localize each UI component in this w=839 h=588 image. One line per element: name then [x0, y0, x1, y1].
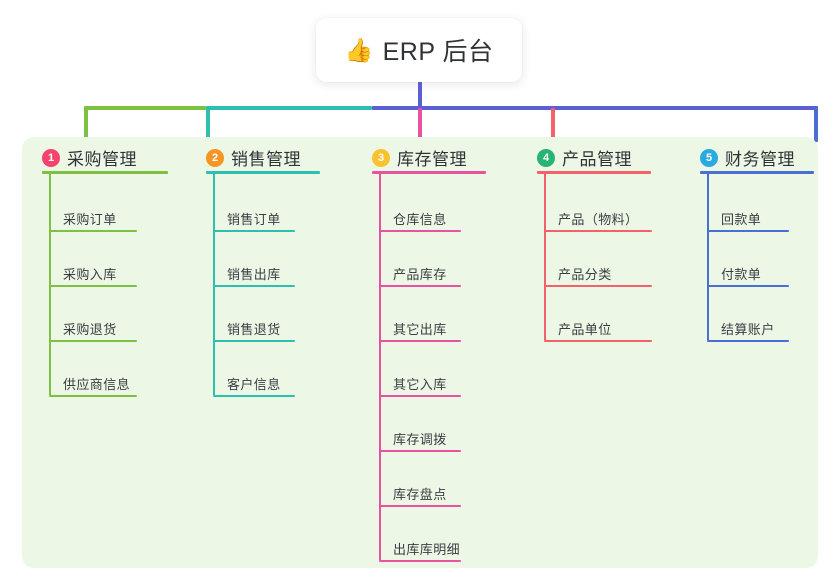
- leaf-item-rule: [213, 340, 295, 342]
- leaf-item-rule: [707, 340, 789, 342]
- branch-header-库存管理[interactable]: 3 库存管理: [372, 145, 467, 170]
- connector-stub-1: [84, 108, 88, 142]
- leaf-item-label: 回款单: [721, 212, 762, 227]
- branch-header-产品管理[interactable]: 4 产品管理: [537, 145, 632, 170]
- branch-spine: [544, 174, 546, 340]
- branch-spine: [379, 174, 381, 560]
- leaf-item-rule: [379, 340, 461, 342]
- leaf-item-rule: [379, 560, 461, 562]
- branch-header-rule: [42, 171, 168, 174]
- leaf-item-rule: [49, 395, 137, 397]
- leaf-item-label: 销售订单: [227, 212, 281, 227]
- branch-number-badge: 5: [700, 148, 718, 167]
- leaf-item-rule: [213, 285, 295, 287]
- leaf-item-rule: [49, 230, 137, 232]
- leaf-item-label: 仓库信息: [393, 212, 447, 227]
- leaf-item-rule: [379, 505, 461, 507]
- leaf-item-label: 库存调拨: [393, 432, 447, 447]
- leaf-item-rule: [707, 230, 789, 232]
- branch-header-rule: [700, 171, 814, 174]
- branch-spine: [707, 174, 709, 340]
- branch-header-rule: [206, 171, 320, 174]
- leaf-item-label: 销售退货: [227, 322, 281, 337]
- connector-horizontal-1: [84, 106, 206, 110]
- branch-spine: [213, 174, 215, 395]
- connector-stub-3: [418, 108, 422, 142]
- connector-stub-2: [206, 108, 210, 142]
- leaf-item-rule: [544, 285, 652, 287]
- branch-header-rule: [537, 171, 651, 174]
- leaf-item-rule: [49, 340, 137, 342]
- branch-title-label: 库存管理: [397, 150, 467, 169]
- branch-header-rule: [372, 171, 486, 174]
- connector-stub-5: [814, 108, 818, 142]
- leaf-item-label: 付款单: [721, 267, 762, 282]
- leaf-item-rule: [213, 230, 295, 232]
- branch-number-badge: 3: [372, 148, 390, 167]
- leaf-item-rule: [379, 230, 461, 232]
- branch-header-财务管理[interactable]: 5 财务管理: [700, 145, 795, 170]
- branch-title-label: 销售管理: [231, 150, 301, 169]
- leaf-item-label: 采购订单: [63, 212, 117, 227]
- leaf-item-label: 采购退货: [63, 322, 117, 337]
- root-node-label: ERP 后台: [382, 38, 494, 66]
- connector-stub-4: [551, 108, 555, 142]
- leaf-item-rule: [49, 285, 137, 287]
- root-vertical-connector: [418, 82, 422, 108]
- leaf-item-label: 采购入库: [63, 267, 117, 282]
- branch-title-label: 产品管理: [562, 150, 632, 169]
- leaf-item-label: 供应商信息: [63, 377, 131, 392]
- leaf-item-label: 产品分类: [558, 267, 612, 282]
- branch-number-badge: 1: [42, 148, 60, 167]
- leaf-item-rule: [544, 340, 652, 342]
- leaf-item-label: 出库库明细: [393, 542, 461, 557]
- leaf-item-rule: [707, 285, 789, 287]
- leaf-item-label: 销售出库: [227, 267, 281, 282]
- branch-number-badge: 4: [537, 148, 555, 167]
- leaf-item-label: 库存盘点: [393, 487, 447, 502]
- leaf-item-label: 产品库存: [393, 267, 447, 282]
- leaf-item-rule: [379, 395, 461, 397]
- leaf-item-label: 客户信息: [227, 377, 281, 392]
- connector-horizontal-2: [206, 106, 372, 110]
- branch-spine: [49, 174, 51, 395]
- leaf-item-label: 结算账户: [721, 322, 775, 337]
- leaf-item-label: 其它入库: [393, 377, 447, 392]
- leaf-item-label: 产品单位: [558, 322, 612, 337]
- branch-header-销售管理[interactable]: 2 销售管理: [206, 145, 301, 170]
- branch-header-采购管理[interactable]: 1 采购管理: [42, 145, 137, 170]
- branch-title-label: 采购管理: [67, 150, 137, 169]
- leaf-item-label: 其它出库: [393, 322, 447, 337]
- branches-panel: 1 采购管理采购订单采购入库采购退货供应商信息 2 销售管理销售订单销售出库销售退货客…: [22, 137, 818, 568]
- branch-title-label: 财务管理: [725, 150, 795, 169]
- branch-number-badge: 2: [206, 148, 224, 167]
- root-node-title: 👍 ERP 后台: [344, 32, 493, 68]
- leaf-item-rule: [379, 285, 461, 287]
- leaf-item-rule: [544, 230, 652, 232]
- leaf-item-rule: [213, 395, 295, 397]
- root-node-card[interactable]: 👍 ERP 后台: [316, 18, 522, 82]
- connector-horizontal-3: [372, 106, 818, 110]
- leaf-item-rule: [379, 450, 461, 452]
- thumbs-up-icon: 👍: [344, 36, 374, 63]
- leaf-item-label: 产品（物料）: [558, 212, 639, 227]
